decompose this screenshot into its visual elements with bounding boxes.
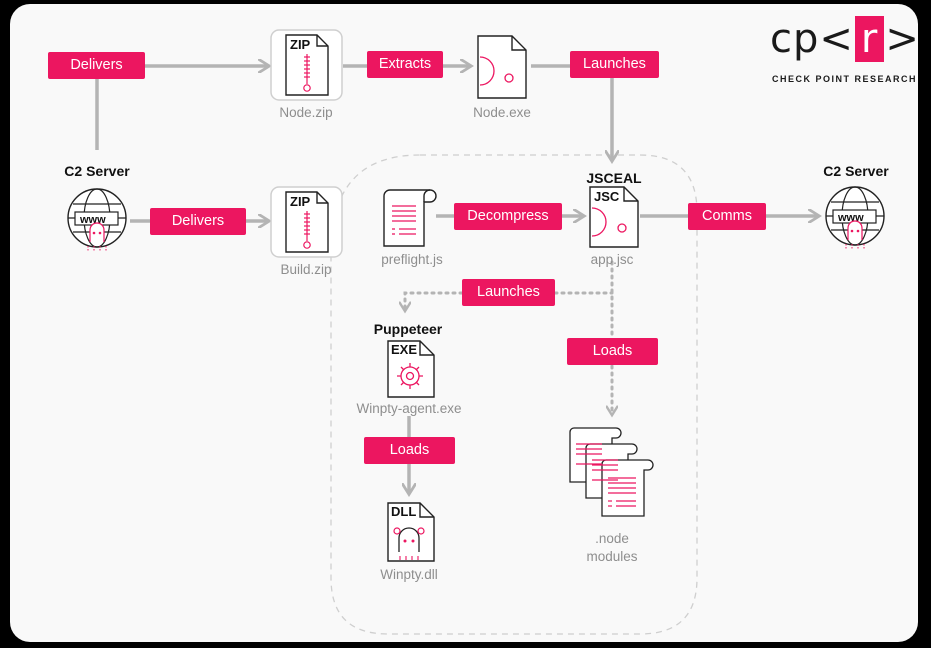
executable-file-icon	[477, 35, 527, 99]
puppeteer-title: Puppeteer	[373, 321, 443, 337]
node-modules-caption-line1: .node	[595, 531, 629, 546]
globe-server-icon: www	[825, 186, 885, 250]
winpty-agent-caption: Winpty-agent.exe	[356, 401, 462, 416]
node-modules-stack-icon	[569, 427, 654, 517]
delivers-label-mid: Delivers	[150, 208, 246, 235]
launches-label-top: Launches	[570, 51, 659, 78]
build-zip-caption: Build.zip	[280, 262, 332, 277]
svg-text:EXE: EXE	[391, 342, 417, 357]
launches-label-mid: Launches	[462, 279, 555, 306]
c2-server-title-right: C2 Server	[823, 163, 889, 179]
exe-gear-icon: EXE	[387, 340, 435, 398]
app-jsc-caption: app.jsc	[590, 252, 634, 267]
extracts-label: Extracts	[367, 51, 443, 78]
node-exe-caption: Node.exe	[473, 105, 531, 120]
decompress-label: Decompress	[454, 203, 562, 230]
cpr-logo: cp<r>	[770, 16, 920, 62]
winpty-dll-caption: Winpty.dll	[380, 567, 438, 582]
preflight-caption: preflight.js	[381, 252, 443, 267]
zip-archive-icon: ZIP	[270, 186, 343, 258]
svg-text:ZIP: ZIP	[290, 194, 311, 209]
dll-file-icon: DLL	[387, 502, 435, 562]
c2-server-title-left: C2 Server	[64, 163, 130, 179]
delivers-label-top: Delivers	[48, 52, 145, 79]
node-zip-caption: Node.zip	[279, 105, 333, 120]
svg-text:DLL: DLL	[391, 504, 416, 519]
logo-tagline: CHECK POINT RESEARCH	[772, 74, 918, 84]
jsceal-title: JSCEAL	[586, 170, 642, 186]
node-modules-caption-line2: modules	[586, 549, 638, 564]
globe-server-icon: www	[67, 188, 127, 252]
loads-label-right: Loads	[567, 338, 658, 365]
zip-archive-icon: ZIP	[270, 29, 343, 101]
svg-text:ZIP: ZIP	[290, 37, 311, 52]
script-scroll-icon	[383, 189, 437, 247]
jsc-file-icon: JSC	[589, 186, 639, 248]
comms-label: Comms	[688, 203, 766, 230]
diagram-panel	[10, 4, 918, 642]
loads-label-left: Loads	[364, 437, 455, 464]
svg-text:JSC: JSC	[594, 189, 620, 204]
